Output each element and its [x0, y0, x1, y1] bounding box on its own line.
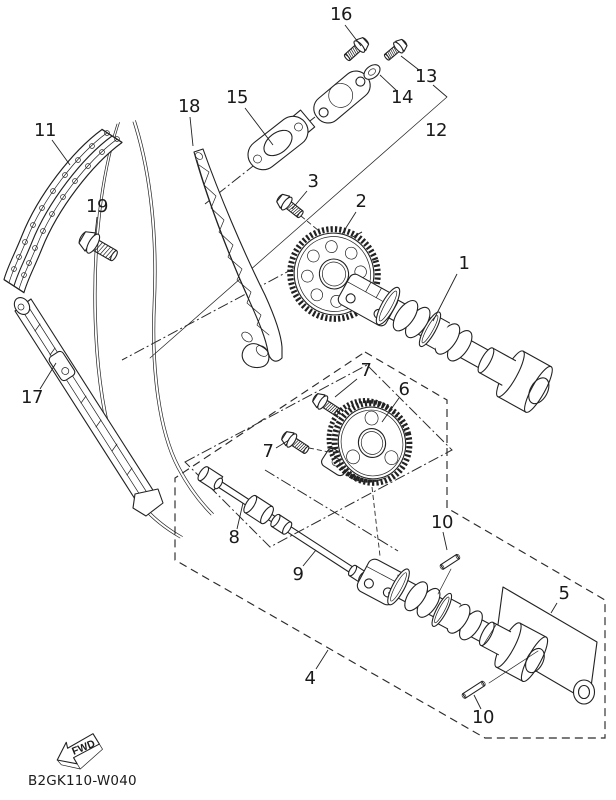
fwd-arrow: FWD	[52, 731, 106, 776]
callout-13[interactable]: 13	[415, 66, 437, 87]
callout-6[interactable]: 6	[398, 379, 410, 400]
callout-2[interactable]: 2	[355, 191, 367, 212]
washer-14	[361, 62, 383, 83]
callout-10a[interactable]: 10	[431, 512, 453, 533]
chain-guide-17	[11, 295, 163, 516]
callout-16[interactable]: 16	[330, 4, 352, 25]
dowel-pin-10a	[439, 554, 460, 570]
seal-ring	[574, 680, 595, 704]
callout-5[interactable]: 5	[558, 583, 570, 604]
chain-route-lines	[94, 121, 214, 539]
camshaft-2	[355, 557, 595, 704]
callout-10b[interactable]: 10	[472, 707, 494, 728]
callout-4[interactable]: 4	[304, 668, 316, 689]
callout-9[interactable]: 9	[292, 564, 304, 585]
callout-3[interactable]: 3	[307, 171, 319, 192]
callout-15[interactable]: 15	[226, 87, 248, 108]
chain-guide-18	[194, 149, 282, 368]
callout-12[interactable]: 12	[425, 120, 447, 141]
tensioner-gasket-15	[242, 110, 314, 176]
callout-17[interactable]: 17	[21, 387, 43, 408]
dowel-pin-10b	[461, 680, 486, 699]
cam-sprocket-6	[320, 391, 419, 493]
cam-chain	[4, 129, 122, 293]
callout-8[interactable]: 8	[228, 527, 240, 548]
callout-11[interactable]: 11	[34, 120, 56, 141]
callout-1[interactable]: 1	[458, 253, 470, 274]
shaft-9-collar-8	[195, 463, 371, 587]
callout-18[interactable]: 18	[178, 96, 200, 117]
callout-7b[interactable]: 7	[262, 441, 274, 462]
leader-lines	[40, 25, 557, 709]
diagram-part-code: B2GK110-W040	[28, 773, 137, 789]
exploded-group-box-4	[175, 352, 605, 738]
exploded-group-box-sprocket6	[185, 365, 452, 547]
callout-7a[interactable]: 7	[360, 360, 372, 381]
callout-14[interactable]: 14	[391, 87, 413, 108]
camshaft-1	[336, 272, 559, 417]
fwd-arrow-label: FWD	[70, 738, 97, 758]
callout-19[interactable]: 19	[86, 196, 108, 217]
pin-position-lines	[438, 569, 538, 683]
